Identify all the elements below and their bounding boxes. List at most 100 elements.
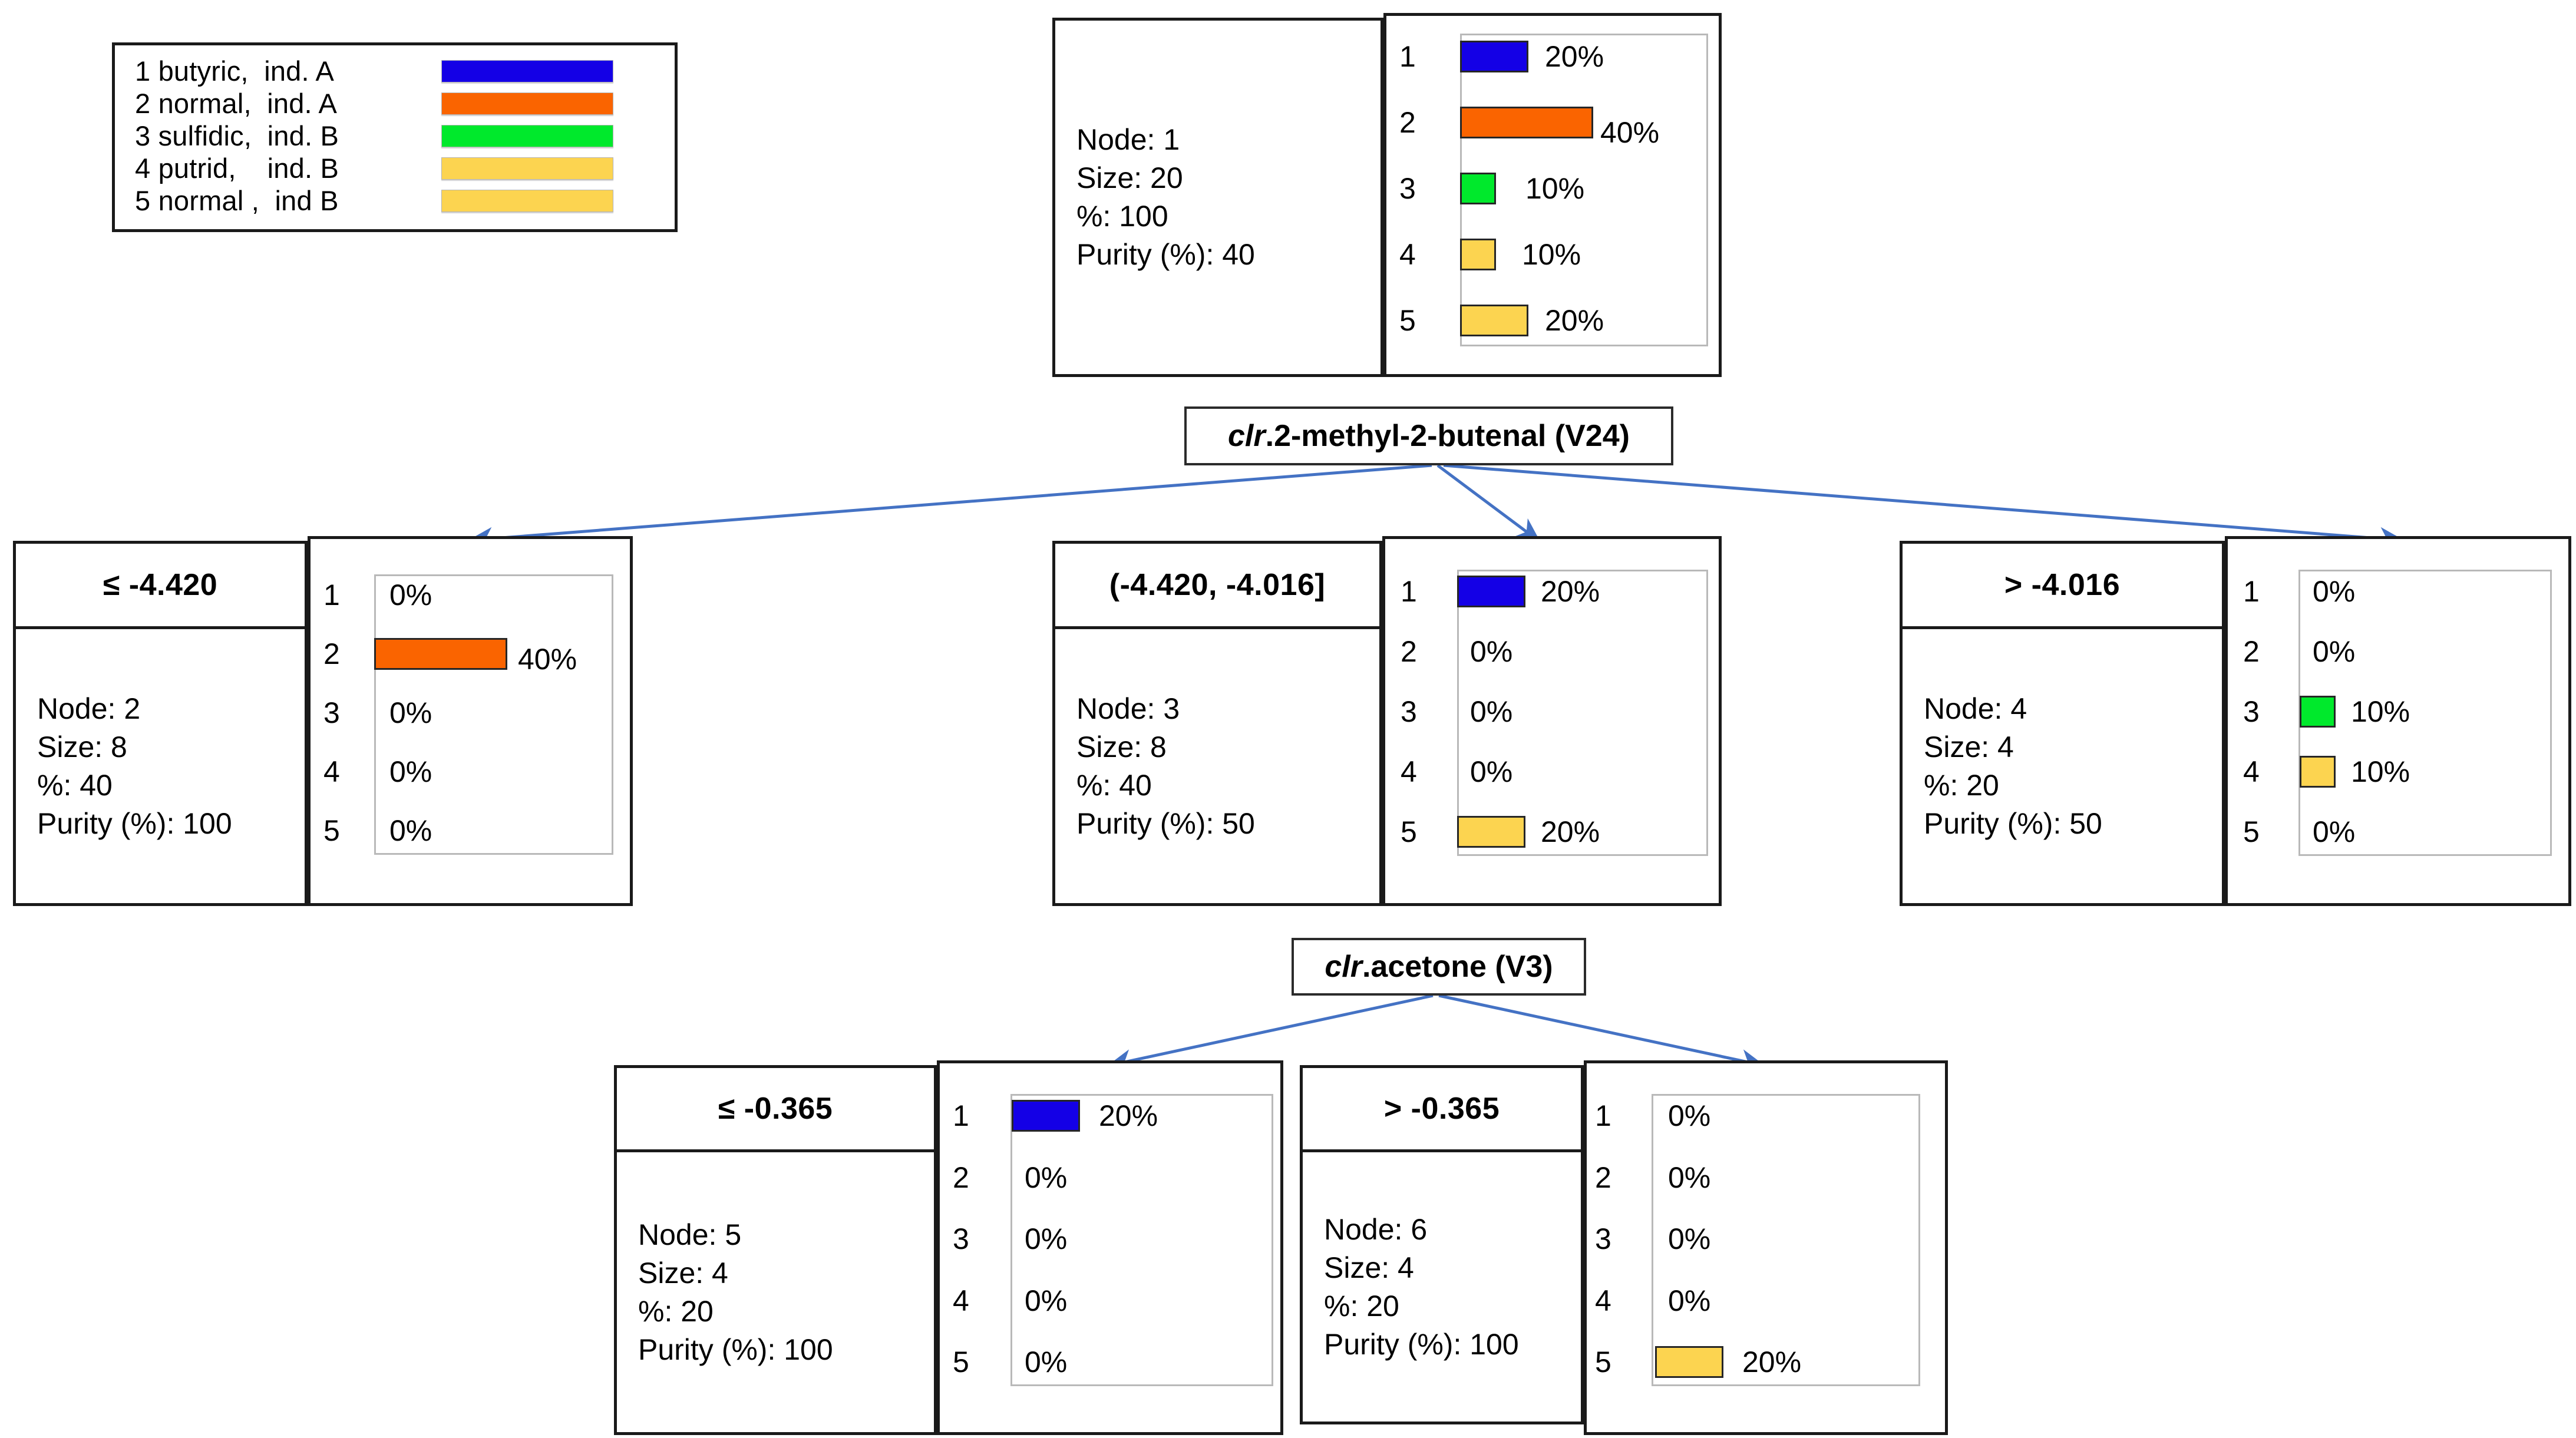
edge-node3-to-node-5 — [1107, 994, 1434, 1072]
node-4-bar-index-1: 1 — [2243, 575, 2260, 608]
edge-root-to-node-2 — [468, 464, 1432, 550]
node-5-info-panel: ≤ -0.365 Node: 5 Size: 4 %: 20 Purity (%… — [614, 1065, 937, 1435]
node-6-chart-frame — [1652, 1094, 1920, 1386]
legend-color-swatch-1 — [441, 59, 613, 82]
node-6-stats: Node: 6 Size: 4 %: 20 Purity (%): 100 — [1303, 1152, 1581, 1422]
node-4-bar-index-4: 4 — [2243, 755, 2260, 788]
node-2-bar-label-3: 0% — [389, 696, 432, 729]
node-5-bar-row-3: 3 0% — [953, 1221, 1276, 1257]
split-label-v3[interactable]: clr.acetone (V3) — [1292, 938, 1586, 996]
split-label-v24[interactable]: clr.2-methyl-2-butenal (V24) — [1184, 406, 1673, 465]
node-6-bar-label-2: 0% — [1668, 1161, 1711, 1194]
node-1-info-panel: Node: 1 Size: 20 %: 100 Purity (%): 40 — [1052, 18, 1383, 377]
node-2-info-panel: ≤ -4.420 Node: 2 Size: 8 %: 40 Purity (%… — [13, 541, 308, 906]
node-5-bar-row-5: 5 0% — [953, 1344, 1276, 1380]
node-1-bar-1 — [1460, 41, 1528, 72]
node-1-bar-4 — [1460, 239, 1496, 270]
node-4[interactable]: > -4.016 Node: 4 Size: 4 %: 20 Purity (%… — [1900, 536, 2571, 906]
node-2-percent-line: %: 40 — [37, 768, 113, 802]
node-6-bar-index-3: 3 — [1595, 1222, 1611, 1255]
node-5-bar-plot-4: 0% — [1012, 1284, 1276, 1318]
node-4-bar-plot-1: 0% — [2300, 574, 2561, 609]
node-6[interactable]: > -0.365 Node: 6 Size: 4 %: 20 Purity (%… — [1300, 1060, 1948, 1435]
node-6-bar-plot-3: 0% — [1655, 1222, 1931, 1256]
node-4-chart-frame — [2298, 570, 2552, 856]
node-5-chart-panel: 1 20% 2 0% 3 0% 4 — [937, 1060, 1283, 1435]
node-2[interactable]: ≤ -4.420 Node: 2 Size: 8 %: 40 Purity (%… — [13, 536, 633, 906]
node-1-bar-plot-4: 10% — [1460, 237, 1712, 272]
node-5-percent-line: %: 20 — [638, 1294, 714, 1328]
node-3[interactable]: (-4.420, -4.016] Node: 3 Size: 8 %: 40 P… — [1052, 536, 1722, 906]
node-2-bar-row-4: 4 0% — [323, 753, 624, 790]
node-4-size-line: Size: 4 — [1924, 730, 2014, 763]
node-1-bar-row-1: 1 20% — [1399, 38, 1712, 75]
node-4-bar-label-1: 0% — [2313, 575, 2356, 608]
node-3-chart-panel: 1 20% 2 0% 3 0% 4 — [1382, 536, 1722, 906]
legend-color-swatch-5 — [441, 189, 613, 212]
node-6-bar-plot-4: 0% — [1655, 1284, 1931, 1318]
node-3-bar-label-2: 0% — [1470, 635, 1513, 668]
legend-item: 4 putrid, ind. B — [135, 152, 659, 184]
node-6-bar-index-1: 1 — [1595, 1099, 1611, 1132]
node-6-bar-label-1: 0% — [1668, 1099, 1711, 1132]
node-6-bar-row-4: 4 0% — [1595, 1282, 1931, 1319]
node-4-purity-line: Purity (%): 50 — [1924, 806, 2102, 840]
node-3-bar-plot-3: 0% — [1457, 695, 1713, 729]
node-1-node-line: Node: 1 — [1076, 123, 1180, 156]
node-4-bars: 1 0% 2 0% 3 10% 4 — [2243, 573, 2561, 850]
node-4-bar-row-3: 3 10% — [2243, 693, 2561, 730]
node-1-chart-panel: 1 20% 2 40% 3 10% — [1383, 13, 1722, 377]
node-2-bar-plot-4: 0% — [374, 755, 624, 789]
legend-color-swatch-3 — [441, 124, 613, 147]
legend-item: 3 sulfidic, ind. B — [135, 120, 659, 152]
node-3-percent-line: %: 40 — [1076, 768, 1152, 802]
node-2-bar-index-1: 1 — [323, 578, 340, 611]
node-1-bar-5 — [1460, 305, 1528, 336]
node-1[interactable]: Node: 1 Size: 20 %: 100 Purity (%): 40 1… — [1052, 13, 1722, 377]
legend-color-swatch-4 — [441, 157, 613, 180]
node-3-bar-row-2: 2 0% — [1401, 633, 1713, 670]
node-4-bar-index-2: 2 — [2243, 635, 2260, 668]
node-3-bar-label-4: 0% — [1470, 755, 1513, 788]
node-6-bar-label-4: 0% — [1668, 1284, 1711, 1317]
node-6-bar-row-5: 5 20% — [1595, 1344, 1931, 1380]
node-3-bar-plot-2: 0% — [1457, 634, 1713, 669]
node-3-bar-plot-5: 20% — [1457, 815, 1713, 849]
legend-item-label: 2 normal, ind. A — [135, 88, 338, 119]
edge-root-to-node-3 — [1436, 464, 1541, 543]
node-2-bar-plot-1: 0% — [374, 578, 624, 612]
node-1-size-line: Size: 20 — [1076, 161, 1183, 194]
node-5-bar-label-5: 0% — [1025, 1346, 1068, 1379]
node-5-bar-row-4: 4 0% — [953, 1282, 1276, 1319]
node-6-bar-label-5: 20% — [1742, 1346, 1802, 1379]
node-3-bar-row-3: 3 0% — [1401, 693, 1713, 730]
node-1-bar-label-4: 10% — [1522, 238, 1581, 271]
node-4-bar-label-5: 0% — [2313, 815, 2356, 848]
node-1-bar-row-2: 2 40% — [1399, 104, 1712, 149]
node-5-bar-plot-5: 0% — [1012, 1345, 1276, 1379]
node-6-bar-index-4: 4 — [1595, 1284, 1611, 1317]
node-1-percent-line: %: 100 — [1076, 200, 1168, 233]
node-3-bar-label-3: 0% — [1470, 695, 1513, 728]
node-1-bar-row-3: 3 10% — [1399, 170, 1712, 207]
node-6-bar-plot-1: 0% — [1655, 1099, 1931, 1133]
node-3-condition: (-4.420, -4.016] — [1055, 544, 1379, 629]
legend-item: 2 normal, ind. A — [135, 87, 659, 120]
node-2-bar-label-1: 0% — [389, 578, 432, 611]
node-5-bar-label-3: 0% — [1025, 1222, 1068, 1255]
node-1-bar-label-2: 40% — [1600, 116, 1660, 149]
node-1-bar-plot-2: 40% — [1460, 95, 1712, 150]
node-2-node-line: Node: 2 — [37, 692, 141, 725]
node-1-bar-index-4: 4 — [1399, 238, 1416, 271]
node-2-bar-row-2: 2 40% — [323, 636, 624, 676]
node-4-chart-panel: 1 0% 2 0% 3 10% 4 — [2225, 536, 2571, 906]
node-2-condition: ≤ -4.420 — [16, 544, 305, 629]
node-3-bars: 1 20% 2 0% 3 0% 4 — [1401, 573, 1713, 850]
node-5[interactable]: ≤ -0.365 Node: 5 Size: 4 %: 20 Purity (%… — [614, 1060, 1283, 1435]
node-6-chart-panel: 1 0% 2 0% 3 0% 4 — [1584, 1060, 1948, 1435]
node-3-bar-index-2: 2 — [1401, 635, 1417, 668]
node-4-bar-row-5: 5 0% — [2243, 814, 2561, 850]
node-5-bar-row-2: 2 0% — [953, 1159, 1276, 1196]
node-2-chart-panel: 1 0% 2 40% 3 0% 4 — [308, 536, 633, 906]
node-3-bar-row-5: 5 20% — [1401, 814, 1713, 850]
